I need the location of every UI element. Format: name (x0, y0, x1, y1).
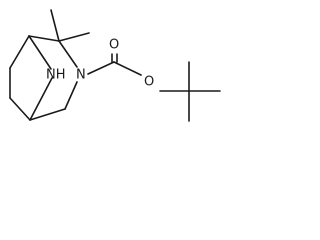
carbonyl-oxygen-label: O (109, 38, 119, 53)
bond-top-to-gem (28, 35, 60, 42)
bond-n-to-ch2 (64, 81, 78, 110)
bond-lines (9, 9, 221, 122)
ester-oxygen-label: O (144, 75, 154, 90)
bond-carbonyl-to-ester-o (113, 61, 142, 76)
structure-drawing: NH N O O (9, 9, 221, 122)
bond-ring-bottom-left (9, 97, 31, 121)
bond-ch2-to-bottom (29, 108, 66, 121)
bond-methyl-1 (50, 9, 60, 42)
atom-labels: NH N O O (46, 38, 154, 90)
bond-ring-top-left (9, 35, 30, 69)
bond-n-to-carbonyl (87, 61, 115, 75)
bridge-nitrogen-label: NH (46, 68, 66, 83)
bond-bridge-lower (29, 77, 53, 121)
bond-methyl-2 (58, 32, 90, 42)
bond-bridge-upper (28, 35, 52, 70)
molecule-diagram: NH N O O (0, 0, 235, 152)
ring-nitrogen-label: N (76, 68, 86, 83)
bond-gem-to-n (58, 40, 78, 68)
